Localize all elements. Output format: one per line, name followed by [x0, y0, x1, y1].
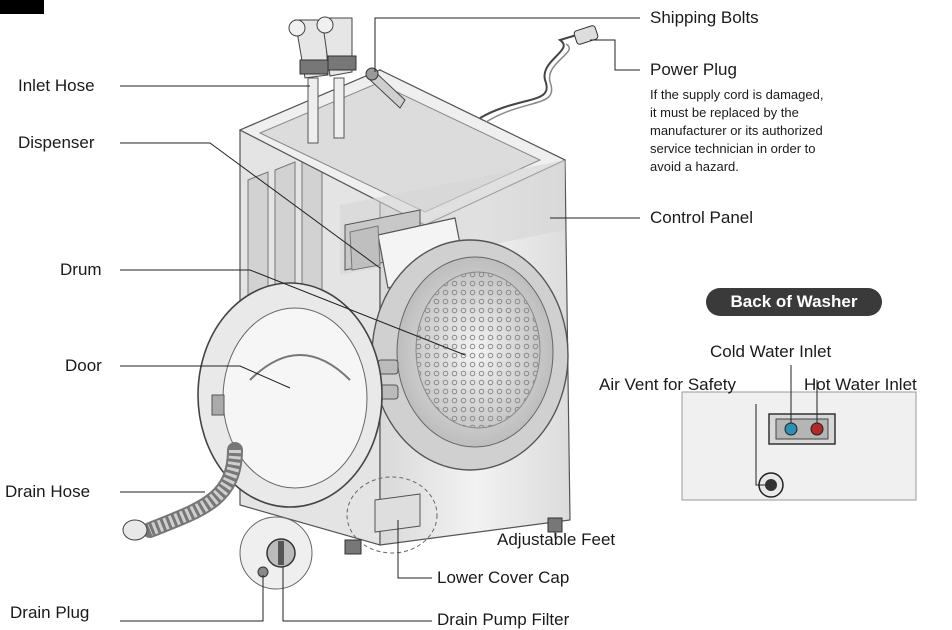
drum-holes	[415, 271, 541, 429]
lower-cover-cap	[374, 493, 421, 533]
label-dispenser: Dispenser	[18, 133, 95, 152]
back-of-washer-badge: Back of Washer	[706, 288, 882, 316]
power-cord	[479, 25, 599, 123]
label-drain-pump-filter: Drain Pump Filter	[437, 610, 570, 629]
drain-pump-filter-inset	[239, 516, 313, 590]
label-air-vent: Air Vent for Safety	[599, 375, 737, 394]
inlet-hoses	[288, 16, 357, 144]
power-plug-note-5: avoid a hazard.	[650, 159, 739, 174]
power-plug-note-3: manufacturer or its authorized	[650, 123, 823, 138]
hot-inlet-port	[810, 422, 824, 436]
label-hot-water-inlet: Hot Water Inlet	[804, 375, 917, 394]
power-plug-note-4: service technician in order to	[650, 141, 816, 156]
lower-cover-highlight	[346, 476, 438, 554]
label-drain-hose: Drain Hose	[5, 482, 91, 501]
power-plug-note-2: it must be replaced by the	[650, 105, 799, 120]
label-shipping-bolts: Shipping Bolts	[650, 8, 759, 27]
back-of-washer-panel	[681, 391, 917, 501]
foot-front	[344, 539, 362, 555]
label-lower-cover-cap: Lower Cover Cap	[437, 568, 570, 587]
drain-hose	[122, 442, 243, 541]
cold-inlet-port	[784, 422, 798, 436]
label-power-plug: Power Plug	[650, 60, 737, 79]
label-cold-water-inlet: Cold Water Inlet	[710, 342, 832, 361]
label-adjustable-feet: Adjustable Feet	[497, 530, 616, 549]
power-plug-note-1: If the supply cord is damaged,	[650, 87, 824, 102]
leader-lines	[120, 17, 818, 622]
page-corner-mark	[0, 0, 44, 14]
label-drain-plug: Drain Plug	[10, 603, 90, 622]
label-control-panel: Control Panel	[650, 208, 754, 227]
label-door: Door	[65, 356, 102, 375]
label-drum: Drum	[60, 260, 102, 279]
door	[197, 282, 383, 508]
shipping-bolt	[365, 67, 406, 109]
label-inlet-hose: Inlet Hose	[18, 76, 95, 95]
